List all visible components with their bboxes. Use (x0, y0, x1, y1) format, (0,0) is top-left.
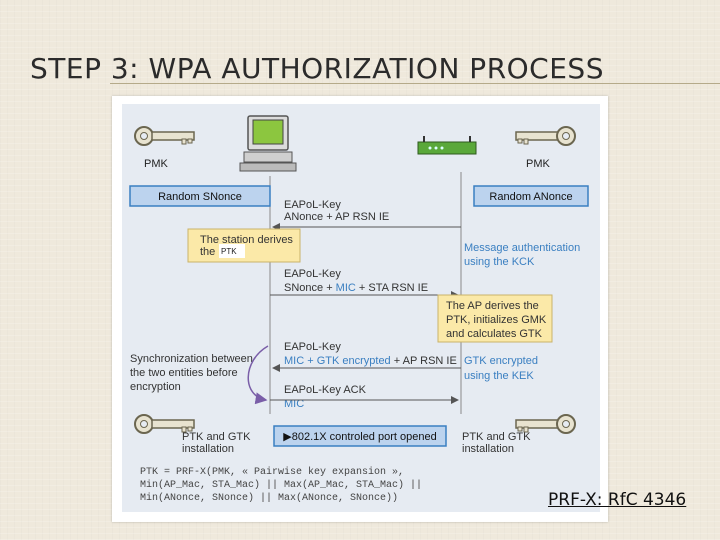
pmk-label-left: PMK (144, 158, 169, 170)
formula-line1: PTK = PRF-X(PMK, « Pairwise key expansio… (140, 466, 404, 478)
msg2-content-a: SNonce + (284, 282, 336, 294)
msg3-content-b: + AP RSN IE (391, 355, 457, 367)
msg3-content: MIC + GTK encrypted + AP RSN IE (284, 355, 457, 367)
install-right-line2: installation (462, 443, 514, 455)
station-derives-line1: The station derives (200, 234, 293, 246)
handshake-diagram: PMK PMK Random SNonce (129, 115, 589, 504)
msg4-content: MIC (284, 398, 304, 410)
anonce-box (473, 185, 589, 207)
formula-line2: Min(AP_Mac, STA_Mac) || Max(AP_Mac, STA_… (140, 479, 422, 491)
port-opened-label: ▶802.1X controled port opened (283, 431, 436, 443)
computer-icon (239, 115, 297, 172)
ptk-chip (219, 244, 245, 258)
key-icon (515, 126, 576, 146)
msg3-title: EAPoL-Key (284, 341, 341, 353)
ap-derives-note (437, 294, 553, 343)
install-right-line1: PTK and GTK (462, 431, 531, 443)
gtk-encrypted-line1: GTK encrypted (464, 355, 538, 367)
key-icon (515, 414, 576, 434)
msg2-title: EAPoL-Key (284, 268, 341, 280)
key-icon (134, 414, 195, 434)
pmk-label-right: PMK (526, 158, 551, 170)
msg1-title: EAPoL-Key (284, 199, 341, 211)
msg4-title: EAPoL-Key ACK (284, 384, 367, 396)
msg-auth-line1: Message authentication (464, 242, 580, 254)
port-opened-box (273, 425, 447, 447)
install-left-line2: installation (182, 443, 234, 455)
router-icon (417, 136, 477, 155)
station-derives-line2: the (200, 246, 215, 258)
ptk-small-label: PTK (221, 247, 237, 256)
sync-line2: the two entities before (130, 367, 238, 379)
wpa-handshake-figure: PMK PMK Random SNonce (112, 96, 608, 522)
ap-derives-line1: The AP derives the (446, 300, 539, 312)
msg2-content-mic: MIC (336, 282, 356, 294)
msg-auth-line2: using the KCK (464, 256, 535, 268)
sync-line1: Synchronization between (130, 353, 253, 365)
snonce-box (129, 185, 271, 207)
msg1-content: ANonce + AP RSN IE (284, 211, 389, 223)
formula-line3: Min(ANonce, SNonce) || Max(ANonce, SNonc… (140, 492, 398, 504)
msg3-content-a: MIC + GTK encrypted (284, 355, 391, 367)
slide-title: STEP 3: WPA AUTHORIZATION PROCESS (30, 52, 604, 85)
anonce-label: Random ANonce (489, 191, 572, 203)
ap-derives-line3: and calculates GTK (446, 328, 543, 340)
msg2-content: SNonce + MIC + STA RSN IE (284, 282, 428, 294)
title-divider (110, 83, 720, 84)
gtk-encrypted-line2: using the KEK (464, 370, 534, 382)
ap-derives-line2: PTK, initializes GMK (446, 314, 547, 326)
sync-line3: encryption (130, 381, 181, 393)
msg2-content-b: + STA RSN IE (356, 282, 428, 294)
snonce-label: Random SNonce (158, 191, 242, 203)
key-icon (134, 126, 195, 146)
install-left-line1: PTK and GTK (182, 431, 251, 443)
rfc-footnote: PRF-X: RfC 4346 (548, 490, 687, 510)
sync-arc (247, 345, 269, 405)
